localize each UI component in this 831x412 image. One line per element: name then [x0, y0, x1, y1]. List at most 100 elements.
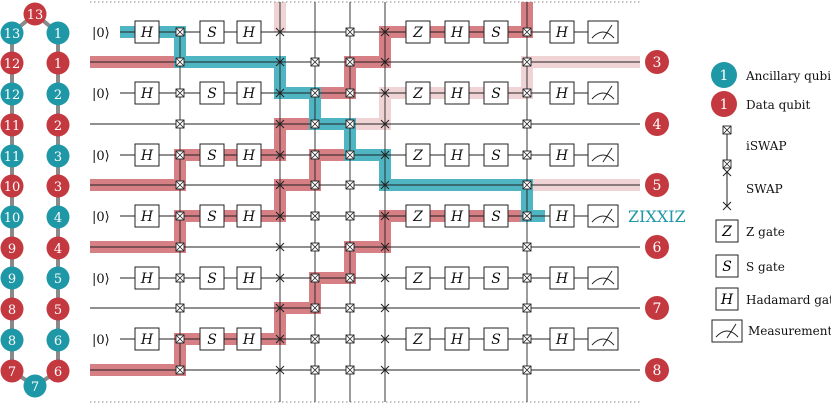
h-gate-b-4: H	[236, 266, 262, 290]
chain-node-right-11: 6	[46, 359, 70, 383]
chain-node-left-7-circle	[0, 236, 24, 260]
legend-z-symbol: Z	[721, 224, 732, 240]
chain-node-right-6-label: 4	[54, 211, 62, 226]
svg-text:H: H	[140, 86, 154, 102]
h-gate-d-0: H	[549, 20, 575, 44]
svg-text:S: S	[491, 25, 501, 41]
chain-node-right-7-circle	[46, 236, 70, 260]
svg-text:H: H	[555, 209, 569, 225]
swap-c2-b-2	[275, 180, 285, 190]
legend-iswap-label: iSWAP	[746, 139, 787, 153]
iswap-c6-bot-4	[522, 303, 532, 313]
s-gate-late-1: S	[483, 81, 509, 105]
output-qubit-3: 3	[645, 50, 669, 74]
h-gate-b-1: H	[236, 81, 262, 105]
chain-node-left-2-label: 12	[4, 88, 21, 103]
legend-z: Z Z gate	[715, 219, 785, 243]
measurement-0	[587, 20, 619, 44]
h-gate-a-1: H	[134, 81, 160, 105]
h-gate-b-0: H	[236, 20, 262, 44]
chain-node-left-11-label: 7	[8, 365, 16, 380]
svg-text:S: S	[207, 332, 217, 348]
svg-text:H: H	[555, 86, 569, 102]
h-gate-d-4: H	[549, 266, 575, 290]
svg-text:S: S	[491, 271, 501, 287]
chain-node-left-10-circle	[0, 328, 24, 352]
chain-node-right-4-circle	[46, 144, 70, 168]
measurement-4	[587, 266, 619, 290]
h-gate-c-3: H	[444, 204, 470, 228]
iswap-c4-0	[345, 27, 355, 37]
legend-data-symbol: 1	[720, 97, 729, 113]
chain-node-right-10-label: 6	[54, 334, 62, 349]
chain-node-left-5-circle	[0, 174, 24, 198]
chain-node-left-8: 9	[0, 266, 24, 290]
chain-node-right-1-circle	[46, 51, 70, 75]
init-state-1: |0⟩	[92, 87, 110, 102]
chain-node-right-2: 2	[46, 82, 70, 106]
s-gate-late-0: S	[483, 20, 509, 44]
legend: 1 Ancillary qubit 1 Data qubit iSWAP SWA…	[711, 62, 831, 343]
swap-c5-a-5	[380, 334, 390, 344]
swap-c5-b-1	[380, 119, 390, 129]
chain-node-left-7: 9	[0, 236, 24, 260]
iswap-c3b-1	[310, 88, 320, 98]
iswap-c4b-1	[345, 119, 355, 129]
svg-text:S: S	[491, 148, 501, 164]
swap-c5-a-2	[380, 150, 390, 160]
chain-node-top-circle	[23, 2, 47, 26]
chain-node-right-1-label: 1	[54, 57, 62, 72]
iswap-c4b-0	[345, 57, 355, 67]
h-gate-d-3: H	[549, 204, 575, 228]
init-state-5: |0⟩	[92, 333, 110, 348]
iswap-c6-top-0	[522, 27, 532, 37]
iswap-c4b-2	[345, 180, 355, 190]
iswap-c1-bot-0	[175, 57, 185, 67]
chain-node-right-5: 3	[46, 174, 70, 198]
chain-node-left-6: 10	[0, 205, 24, 229]
iswap-c1-top-3	[175, 211, 185, 221]
init-state-2: |0⟩	[92, 149, 110, 164]
h-gate-b-2: H	[236, 143, 262, 167]
chain-node-right-8-label: 5	[54, 272, 62, 287]
init-state-4: |0⟩	[92, 272, 110, 287]
chain-node-top: 13	[23, 2, 47, 26]
iswap-c1-top-5	[175, 334, 185, 344]
iswap-c3-5	[310, 365, 320, 375]
svg-text:H: H	[140, 209, 154, 225]
svg-text:H: H	[242, 332, 256, 348]
iswap-c1-bot-2	[175, 180, 185, 190]
iswap-c3b-4	[310, 273, 320, 283]
swap-c2-b-5	[275, 365, 285, 375]
svg-text:H: H	[242, 271, 256, 287]
iswap-c4-1	[345, 88, 355, 98]
h-gate-a-3: H	[134, 204, 160, 228]
legend-s: S S gate	[715, 254, 785, 278]
iswap-c4-2	[345, 150, 355, 160]
s-gate-1: S	[199, 81, 225, 105]
svg-text:H: H	[450, 86, 464, 102]
svg-text:Z: Z	[412, 332, 423, 348]
s-gate-late-2: S	[483, 143, 509, 167]
chain-node-left-0: 13	[0, 21, 24, 45]
legend-z-label: Z gate	[746, 225, 785, 239]
svg-text:H: H	[242, 86, 256, 102]
chain-node-left-1: 12	[0, 51, 24, 75]
chain-node-right-0-label: 1	[54, 27, 62, 42]
chain-node-right-1: 1	[46, 51, 70, 75]
iswap-c4-4	[345, 273, 355, 283]
iswap-c3-0	[310, 57, 320, 67]
svg-text:H: H	[450, 271, 464, 287]
z-gate-5: Z	[405, 327, 431, 351]
svg-text:H: H	[450, 148, 464, 164]
svg-text:S: S	[491, 332, 501, 348]
svg-text:Z: Z	[412, 86, 423, 102]
chain-node-left-0-circle	[0, 21, 24, 45]
chain-node-right-6: 4	[46, 205, 70, 229]
s-gate-2: S	[199, 143, 225, 167]
h-gate-b-3: H	[236, 204, 262, 228]
iswap-c4b-3	[345, 242, 355, 252]
svg-text:Z: Z	[412, 271, 423, 287]
svg-text:H: H	[140, 25, 154, 41]
